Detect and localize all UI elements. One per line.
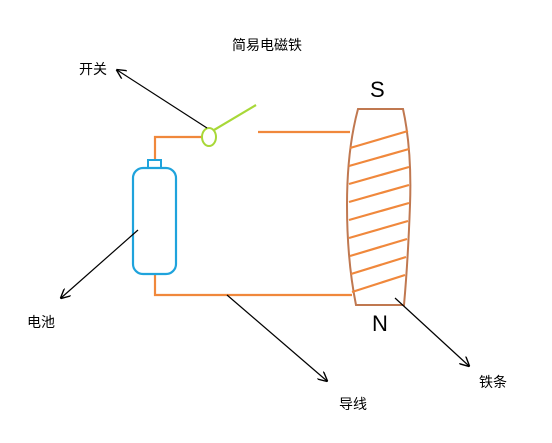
- south-pole-label: S: [370, 77, 385, 102]
- iron-bar: [345, 108, 412, 306]
- wire: [153, 130, 352, 297]
- switch: [201, 104, 257, 147]
- wire-top-left: [153, 135, 203, 166]
- coil-turn: [348, 183, 410, 204]
- iron-bar-label: 铁条: [479, 375, 507, 391]
- wire-arrow: [226, 294, 327, 381]
- coil-turn: [349, 129, 409, 150]
- callout-arrows: [61, 70, 469, 381]
- coil-turn: [348, 147, 410, 168]
- wire-bottom: [153, 275, 352, 297]
- battery-arrow: [61, 229, 139, 298]
- diagram-title: 简易电磁铁: [232, 38, 302, 54]
- coil-turn: [348, 219, 409, 240]
- iron-bar-arrow: [394, 297, 469, 366]
- coil-turn: [348, 165, 410, 186]
- coil-turn: [349, 237, 408, 258]
- coil: [348, 129, 410, 294]
- switch-lever: [213, 104, 257, 131]
- north-pole-label: N: [372, 311, 388, 336]
- battery-body: [131, 166, 178, 276]
- wire-label: 导线: [339, 397, 367, 413]
- coil-turn: [351, 273, 406, 294]
- coil-turn: [350, 255, 407, 276]
- switch-pivot: [201, 127, 217, 147]
- switch-arrow: [117, 70, 208, 129]
- battery-label: 电池: [27, 315, 55, 331]
- switch-label: 开关: [79, 62, 107, 78]
- coil-turn: [348, 201, 410, 222]
- battery: [131, 159, 178, 276]
